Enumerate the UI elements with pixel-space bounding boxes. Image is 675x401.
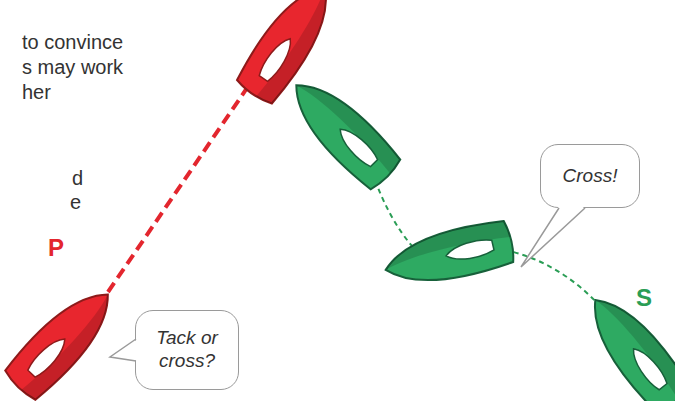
boat-letter: P (48, 234, 64, 263)
green-boat (577, 285, 675, 401)
green-course (505, 250, 602, 308)
bubble-tail-outline (110, 339, 136, 361)
boat-letter: S (636, 284, 652, 313)
note-text: e (70, 190, 81, 214)
note-text: her (22, 80, 51, 104)
note-text: d (72, 166, 83, 190)
speech-text: Cross! (563, 165, 618, 188)
red-course (108, 66, 262, 292)
bubble-tail-outline (521, 208, 585, 267)
note-text: to convince (22, 30, 123, 54)
note-text: s may work (22, 55, 123, 79)
bubble-tail-fill (521, 206, 585, 267)
speech-text: Tack or cross? (146, 327, 228, 373)
bubble-tail (541, 145, 641, 209)
speech-bubble: Cross! (540, 144, 640, 208)
bubble-tail (136, 311, 240, 391)
red-boat (233, 0, 344, 107)
speech-bubble: Tack or cross? (135, 310, 239, 390)
bubble-tail-fill (110, 339, 138, 361)
green-boat (280, 69, 405, 194)
green-boat (380, 218, 516, 293)
red-boat (1, 278, 125, 401)
